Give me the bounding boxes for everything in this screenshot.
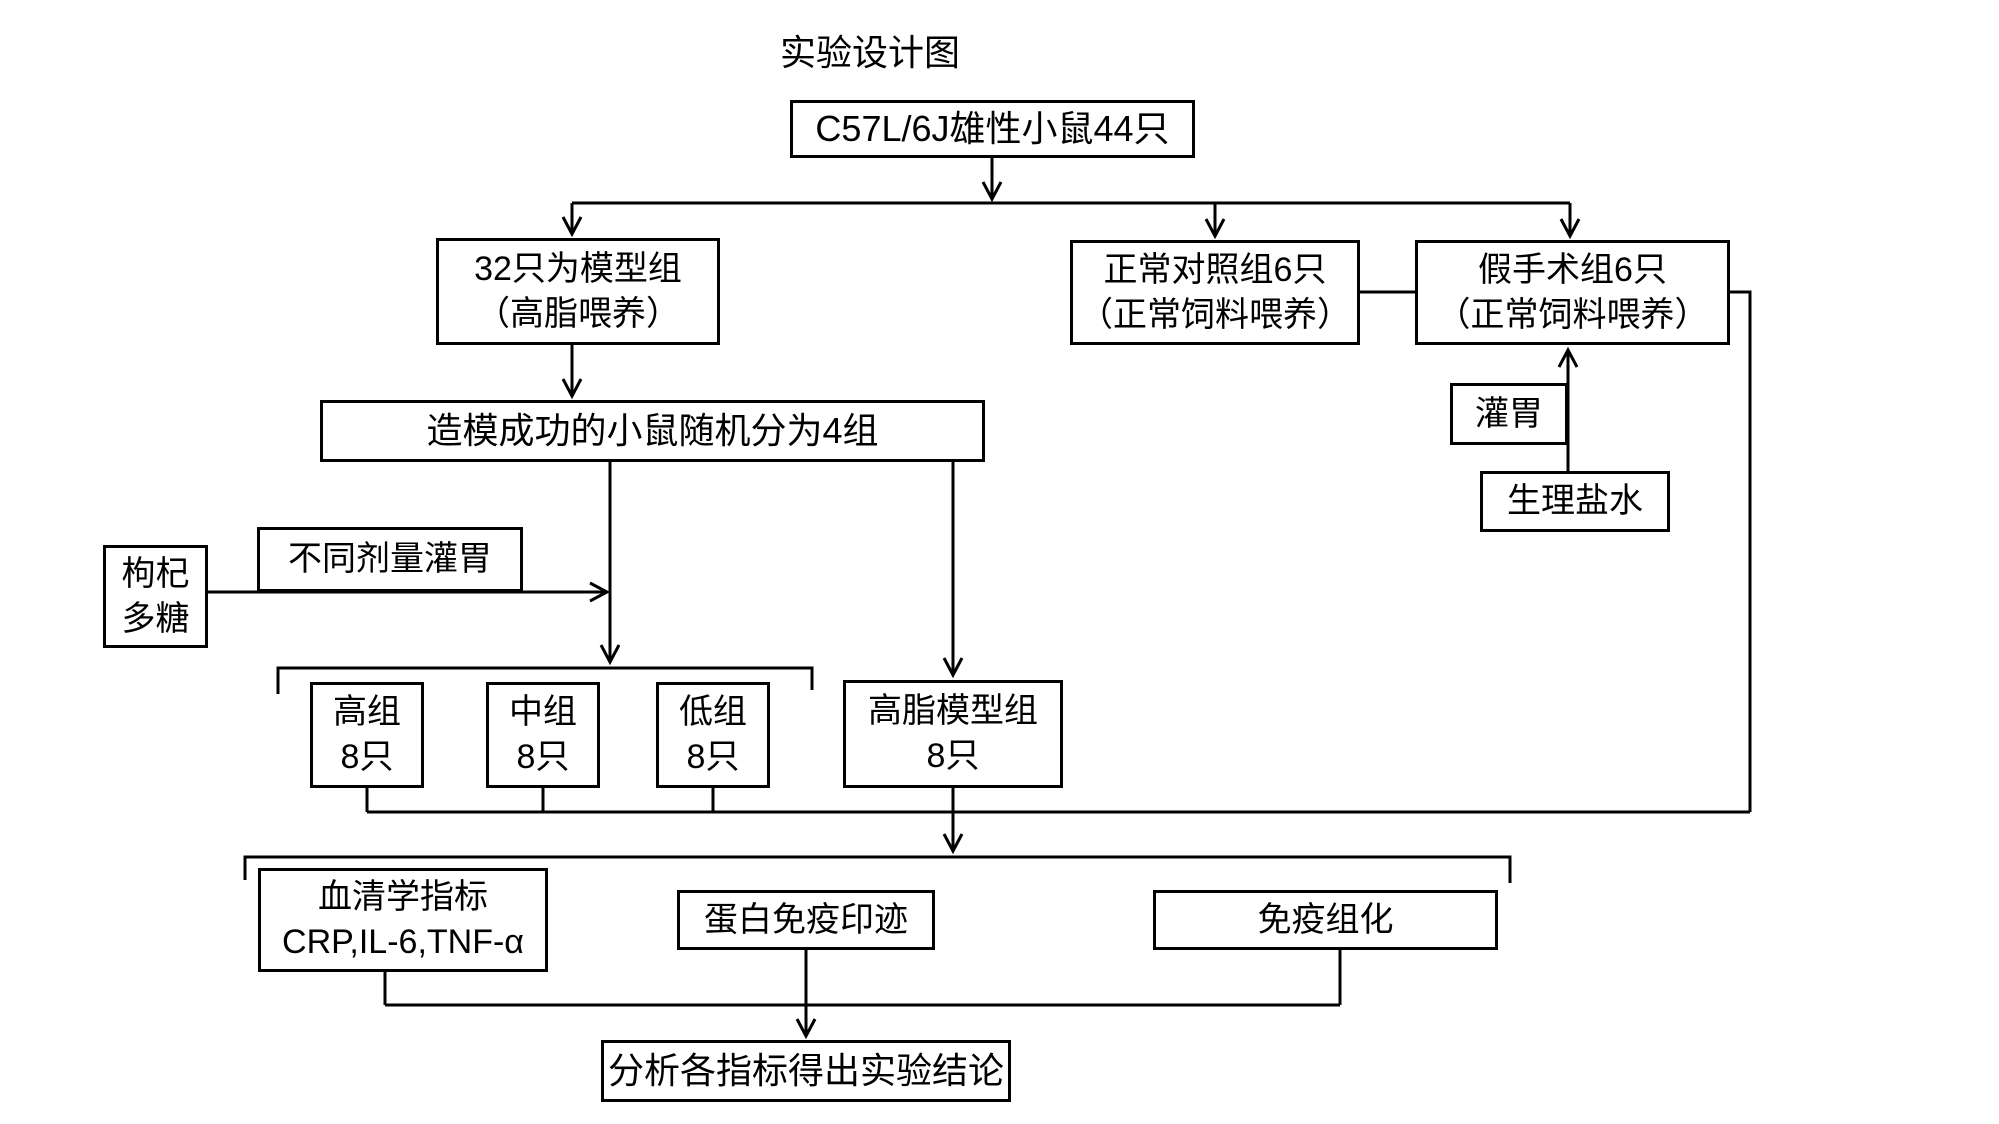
- node-lycium-polysaccharide: 枸杞 多糖: [103, 545, 208, 648]
- node-saline: 生理盐水: [1480, 471, 1670, 532]
- node-normal-control-group: 正常对照组6只 （正常饲料喂养）: [1070, 240, 1360, 345]
- node-serum-indicators: 血清学指标 CRP,IL-6,TNF-α: [258, 868, 548, 972]
- bracket-dose-groups: [276, 666, 814, 694]
- node-low-dose-group: 低组 8只: [656, 682, 770, 788]
- node-model-group-32: 32只为模型组 （高脂喂养）: [436, 238, 720, 345]
- edge-sham-right-link: [1730, 290, 1752, 812]
- page-title: 实验设计图: [779, 32, 960, 73]
- node-conclusion: 分析各指标得出实验结论: [601, 1040, 1011, 1102]
- node-immunohistochemistry: 免疫组化: [1153, 890, 1498, 950]
- node-mid-dose-group: 中组 8只: [486, 682, 600, 788]
- node-sham-operation-group: 假手术组6只 （正常饲料喂养）: [1415, 240, 1730, 345]
- node-western-blot: 蛋白免疫印迹: [677, 890, 935, 950]
- node-mice-total: C57L/6J雄性小鼠44只: [790, 100, 1195, 158]
- node-high-dose-group: 高组 8只: [310, 682, 424, 788]
- node-highfat-model-group: 高脂模型组 8只: [843, 680, 1063, 788]
- node-random-divide-4: 造模成功的小鼠随机分为4组: [320, 400, 985, 462]
- node-gavage: 灌胃: [1450, 383, 1568, 445]
- node-different-dose-gavage: 不同剂量灌胃: [257, 527, 523, 592]
- bracket-analysis: [243, 855, 1512, 883]
